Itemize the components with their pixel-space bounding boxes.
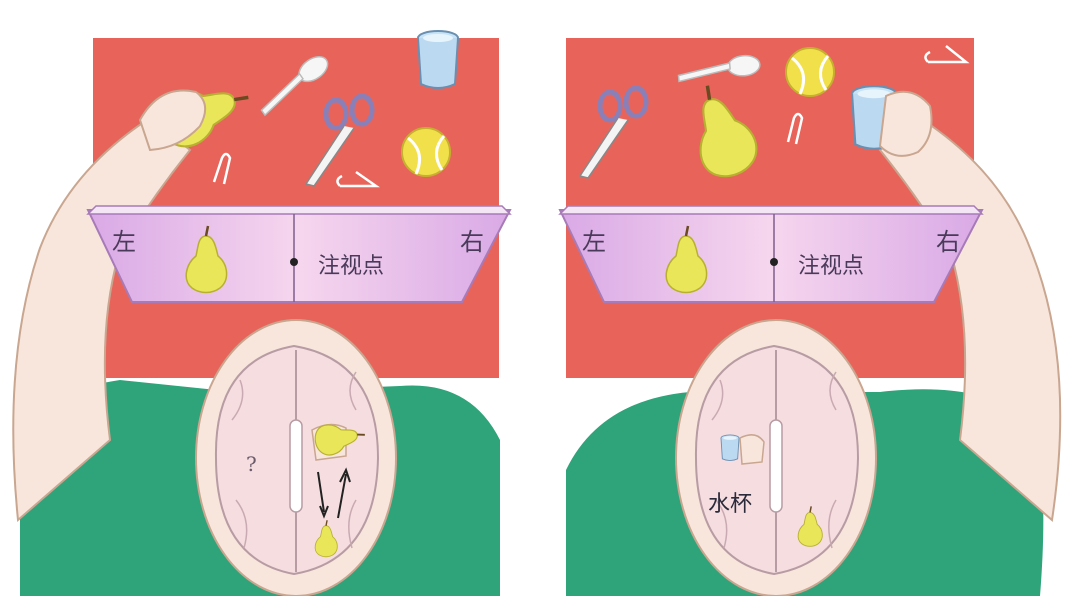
- ball-icon: [400, 126, 452, 178]
- clip-icon: [336, 170, 380, 188]
- cup-icon: [417, 30, 459, 89]
- screen-left-side-label: 左: [112, 228, 136, 256]
- hand-icon: [878, 90, 933, 157]
- hand-icon: [739, 434, 765, 465]
- screen-right-side-label: 右: [460, 228, 484, 256]
- fixation-label: 注视点: [798, 254, 865, 279]
- screen-left-side-label: 左: [582, 228, 606, 256]
- arrow-down: [317, 471, 329, 519]
- screen-right-side-label: 右: [936, 228, 960, 256]
- fixation-dot: [290, 258, 298, 266]
- left-experiment-panel: [12, 30, 512, 596]
- cup-label: 水杯: [708, 492, 753, 517]
- paperclip-icon: [786, 112, 804, 145]
- unknown-mark: ?: [246, 452, 257, 476]
- corpus-callosum: [769, 419, 783, 513]
- cup-icon: [720, 434, 740, 462]
- fixation-label: 注视点: [318, 254, 385, 279]
- clip-icon: [924, 45, 970, 64]
- ball-icon: [784, 46, 836, 98]
- corpus-callosum: [289, 419, 303, 513]
- fixation-dot: [770, 258, 778, 266]
- arrow-up: [337, 467, 351, 519]
- paperclip-icon: [212, 152, 232, 185]
- screen-left: [86, 209, 512, 303]
- right-experiment-panel: [558, 38, 1062, 596]
- hand-icon: [138, 89, 207, 152]
- screen-right: [558, 209, 984, 303]
